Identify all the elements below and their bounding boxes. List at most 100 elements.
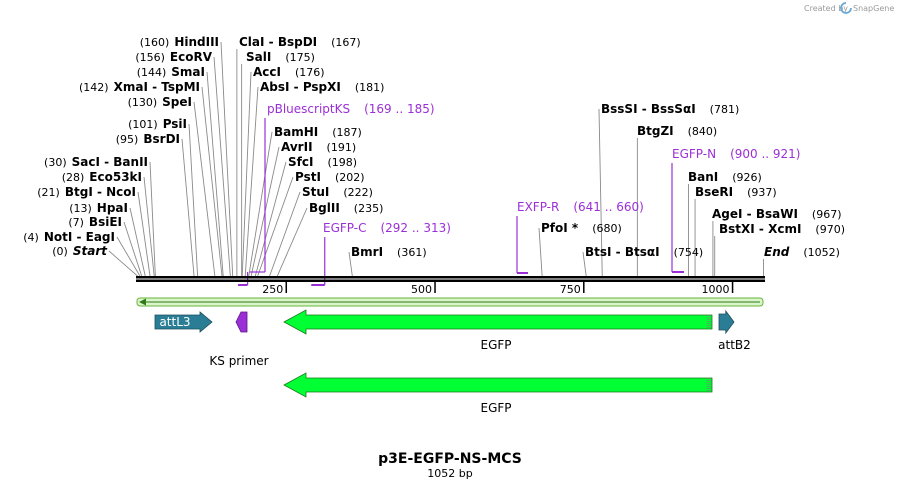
axis-tick: [583, 282, 585, 293]
feature-egfp-1[interactable]: EGFP: [283, 309, 713, 352]
leader-line: [348, 251, 353, 277]
site-label-end[interactable]: End(1052): [764, 245, 840, 259]
site-label-xmai[interactable]: XmaI - TspMI (142): [79, 80, 200, 94]
backbone-top-strand: [136, 276, 765, 279]
site-name: SmaI: [171, 65, 205, 79]
site-name: SfcI: [288, 155, 313, 169]
site-name: AvrII: [281, 140, 313, 154]
site-position: (142): [79, 81, 109, 94]
site-label-hpai[interactable]: HpaI(13): [69, 201, 128, 215]
leader-line: [137, 191, 151, 277]
selection-range-bar[interactable]: [136, 297, 764, 307]
site-label-eco53ki[interactable]: Eco53kI(28): [62, 170, 142, 184]
site-label-agei[interactable]: AgeI - BsaWI(967): [712, 207, 842, 221]
feature-attl3[interactable]: attL3: [154, 311, 213, 333]
site-label-avrii[interactable]: AvrII (191): [281, 140, 356, 154]
primer-annotations: pBluescriptKS(169 .. 185)EGFP-C(292 .. 3…: [238, 102, 801, 286]
site-label-pfoi[interactable]: PfoI *(680): [541, 221, 622, 235]
leader-line: [206, 71, 224, 277]
site-name: BanI: [688, 170, 718, 184]
site-label-bseri[interactable]: BseRI(937): [695, 185, 777, 199]
site-name: HpaI: [97, 201, 128, 215]
axis-tick: [434, 282, 436, 293]
site-label-ecorv[interactable]: EcoRV(156): [135, 50, 212, 64]
site-name: BtsI - BtsαI: [585, 245, 660, 259]
site-position: (937): [747, 186, 777, 199]
site-label-spei[interactable]: SpeI(130): [128, 95, 192, 109]
feature-attb2[interactable]: attB2: [718, 309, 751, 352]
site-label-btgzi[interactable]: BtgZI (840): [637, 124, 717, 138]
leader-line: [241, 71, 252, 277]
site-label-bamhi[interactable]: BamHI(187): [274, 125, 362, 139]
leader-line: [220, 41, 234, 277]
axis-tick-label: 750: [560, 283, 581, 296]
feature-egfp-2[interactable]: EGFP: [283, 372, 713, 415]
leader-line: [108, 250, 138, 277]
site-label-hindiii[interactable]: HindIII(160): [140, 35, 219, 49]
site-label-noti[interactable]: NotI - EagI(4): [23, 230, 115, 244]
site-position: (840): [688, 125, 718, 138]
site-label-start[interactable]: Start(0): [52, 244, 108, 258]
primer-exfp-r[interactable]: EXFP-R (641 .. 660): [516, 200, 644, 274]
site-label-bsiei[interactable]: BsiEI(7): [68, 215, 122, 229]
site-label-psii[interactable]: PsiI(101): [128, 117, 187, 131]
leader-line: [123, 221, 143, 277]
primer-name: EGFP-C: [323, 221, 366, 235]
site-label-absi[interactable]: AbsI - PspXI(181): [260, 80, 384, 94]
site-label-clai[interactable]: ClaI - BspDI(167): [239, 35, 361, 49]
primer-name: pBluescriptKS: [267, 102, 350, 116]
att-arrow-icon: [154, 311, 213, 333]
site-position: (95): [116, 133, 139, 146]
leader-line: [248, 131, 273, 277]
site-position: (144): [137, 66, 167, 79]
axis-tick: [731, 282, 734, 293]
site-name: AgeI - BsaWI: [712, 207, 798, 221]
site-label-btsi[interactable]: BtsI - BtsαI(754): [585, 245, 703, 259]
site-label-bglii[interactable]: BglII(235): [309, 201, 383, 215]
primer-range: (641 .. 660): [573, 200, 643, 214]
primer-name: EXFP-R: [517, 200, 559, 214]
site-label-smai[interactable]: SmaI (144): [137, 65, 205, 79]
site-label-bani[interactable]: BanI(926): [688, 170, 762, 184]
site-label-acci[interactable]: AccI(176): [253, 65, 325, 79]
site-name: SpeI: [162, 95, 192, 109]
leader-line: [213, 56, 231, 277]
site-label-sfci[interactable]: SfcI(198): [288, 155, 357, 169]
leader-line: [582, 251, 587, 277]
site-label-psti[interactable]: PstI (202): [295, 170, 365, 184]
site-label-bsssi[interactable]: BssSI - BssSαI(781): [601, 102, 739, 116]
site-position: (160): [140, 36, 170, 49]
site-name: Start: [73, 244, 108, 258]
leader-line: [276, 207, 308, 277]
leader-line: [244, 86, 259, 277]
site-name: XmaI - TspMI: [114, 80, 200, 94]
site-position: (191): [327, 141, 357, 154]
site-position: (181): [355, 81, 385, 94]
site-name: EcoRV: [170, 50, 213, 64]
primer-pbluescriptks[interactable]: pBluescriptKS(169 .. 185): [238, 102, 435, 286]
att-arrow-icon: [718, 309, 735, 335]
site-name: BamHI: [274, 125, 318, 139]
site-position: (176): [295, 66, 325, 79]
site-position: (101): [128, 118, 158, 131]
site-label-bstxi[interactable]: BstXI - XcmI(970): [719, 222, 845, 236]
site-label-bsrdi[interactable]: BsrDI(95): [116, 132, 180, 146]
site-name: PstI: [295, 170, 321, 184]
site-label-stui[interactable]: StuI(222): [302, 185, 373, 199]
site-label-sali[interactable]: SalI(175): [246, 50, 315, 64]
site-name: BtgZI: [637, 124, 674, 138]
map-title: p3E-EGFP-NS-MCS: [378, 451, 522, 467]
feature-label: attL3: [159, 315, 190, 329]
site-position: (202): [335, 171, 365, 184]
site-label-saci[interactable]: SacI - BanII(30): [44, 155, 148, 169]
feature-ks-primer[interactable]: KS primer: [209, 311, 269, 368]
site-label-btgi[interactable]: BtgI - NcoI(21): [37, 185, 136, 199]
primer-arrow-icon: [235, 311, 248, 333]
site-name: StuI: [302, 185, 329, 199]
primer-egfp-n[interactable]: EGFP-N(900 .. 921): [671, 147, 801, 273]
site-label-bmri[interactable]: BmrI(361): [351, 245, 427, 259]
primer-range: (900 .. 921): [730, 147, 800, 161]
site-position: (21): [37, 186, 60, 199]
